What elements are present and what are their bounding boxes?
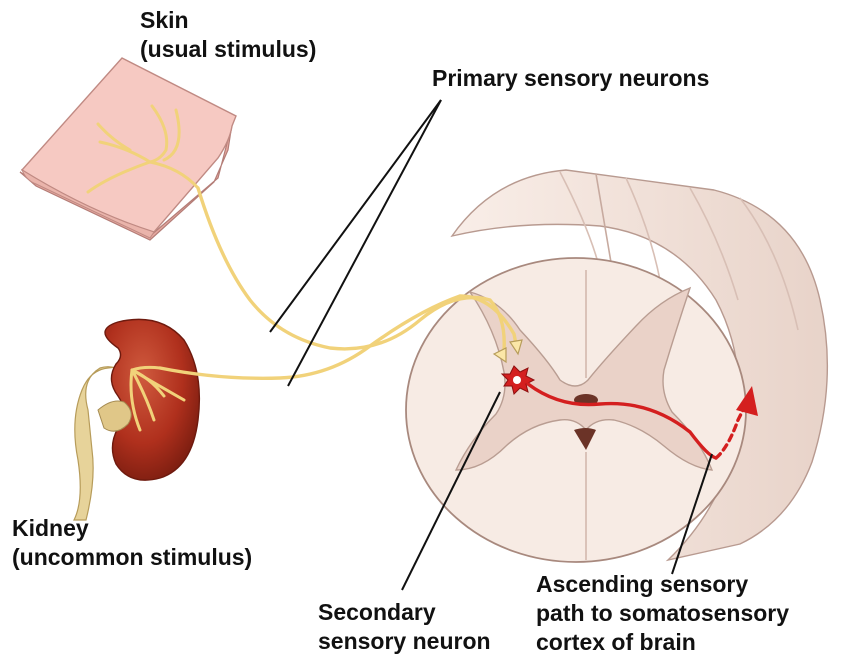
label-kidney-line1: Kidney [12,514,252,543]
label-ascending-path: Ascending sensory path to somatosensory … [536,570,789,657]
label-ascending-line3: cortex of brain [536,628,789,657]
label-secondary-sensory-neuron: Secondary sensory neuron [318,598,491,656]
label-ascending-line1: Ascending sensory [536,570,789,599]
label-skin: Skin (usual stimulus) [140,6,316,64]
label-primary-line1: Primary sensory neurons [432,64,709,93]
spinal-cord [406,170,827,562]
label-secondary-line2: sensory neuron [318,627,491,656]
label-kidney: Kidney (uncommon stimulus) [12,514,252,572]
label-ascending-line2: path to somatosensory [536,599,789,628]
label-skin-line1: Skin [140,6,316,35]
label-primary-sensory-neurons: Primary sensory neurons [432,64,709,93]
label-secondary-line1: Secondary [318,598,491,627]
label-skin-line2: (usual stimulus) [140,35,316,64]
label-kidney-line2: (uncommon stimulus) [12,543,252,572]
